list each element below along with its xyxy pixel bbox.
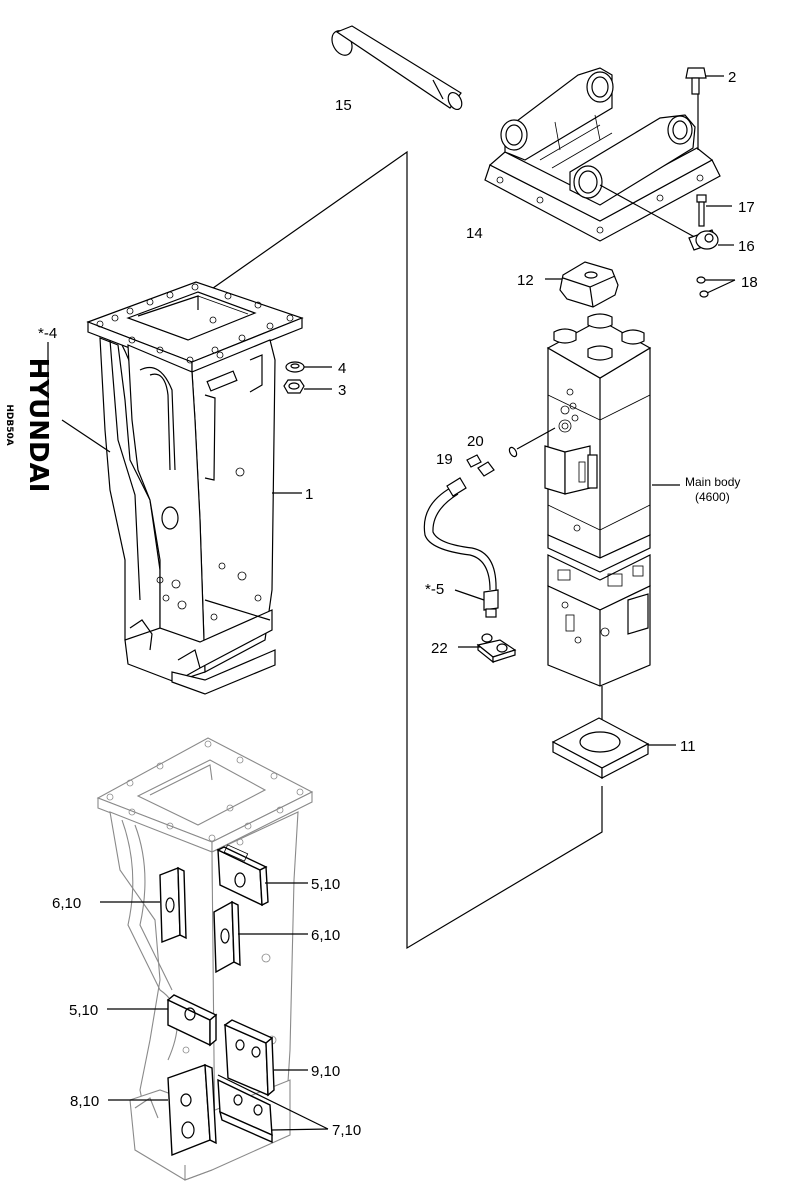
label-18: 18 (741, 274, 758, 291)
plate-5-10-lower (107, 994, 218, 1047)
cushion-12 (545, 261, 619, 308)
label-5-10-upper: 5,10 (311, 876, 340, 893)
label-star-5: *-5 (425, 581, 444, 598)
label-7-10: 7,10 (332, 1122, 361, 1139)
label-22: 22 (431, 640, 448, 657)
label-star-4: *-4 (38, 325, 57, 342)
top-bracket-14 (484, 67, 721, 242)
plate-6-10-left (100, 866, 187, 944)
hose-assembly (423, 427, 556, 664)
label-11: 11 (680, 738, 696, 755)
logo-subtext: HDB50A (4, 404, 14, 445)
plate-11 (551, 717, 676, 779)
label-9-10: 9,10 (311, 1063, 340, 1080)
label-20: 20 (467, 433, 484, 450)
plate-5-10-upper (216, 844, 308, 907)
bracket-1 (86, 281, 304, 695)
label-main-body: Main body (685, 475, 740, 489)
label-1: 1 (305, 486, 313, 503)
plate-9-10 (223, 1019, 308, 1097)
oring-20 (508, 446, 518, 458)
hyundai-logo-decal: HYUNDAI HDB50A (4, 358, 53, 493)
label-4: 4 (338, 360, 346, 377)
bolt-17-nut-16 (688, 194, 736, 298)
label-2: 2 (728, 69, 736, 86)
main-body-top-bolts (553, 313, 645, 361)
label-5-10-lower: 5,10 (69, 1002, 98, 1019)
label-12: 12 (517, 272, 534, 289)
label-17: 17 (738, 199, 755, 216)
part-labels: 2 15 14 17 16 18 12 *-4 4 3 20 19 Main b… (38, 69, 758, 1139)
plate-6-10-right (213, 900, 308, 974)
pin-15 (331, 25, 463, 111)
label-6-10-left: 6,10 (52, 895, 81, 912)
plate-8-10 (108, 1063, 217, 1157)
logo-decal-leader (47, 342, 111, 453)
label-6-10-right: 6,10 (311, 927, 340, 944)
logo-text: HYUNDAI (23, 358, 53, 493)
plate-7-10 (217, 1074, 329, 1144)
label-3: 3 (338, 382, 346, 399)
label-8-10: 8,10 (70, 1093, 99, 1110)
washer-4-nut-3 (283, 361, 332, 394)
label-main-body-code: (4600) (695, 490, 730, 504)
label-19: 19 (436, 451, 453, 468)
assembly-line-main (195, 150, 603, 950)
label-15: 15 (335, 97, 352, 114)
label-16: 16 (738, 238, 755, 255)
bolt-2 (685, 67, 724, 150)
label-14: 14 (466, 225, 483, 242)
bracket-nameplate (206, 370, 238, 392)
main-body (544, 313, 680, 687)
